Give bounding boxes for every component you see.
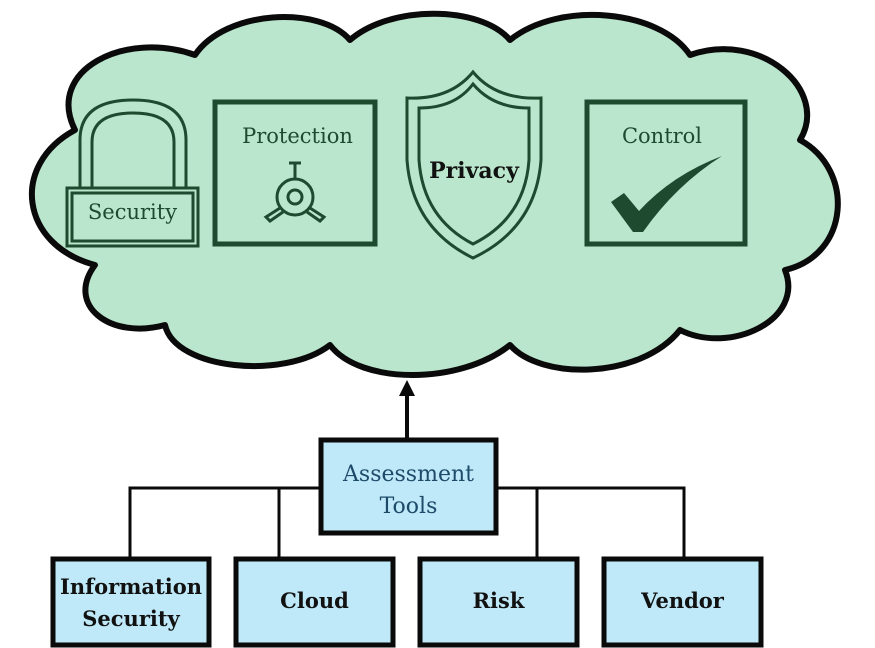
assessment-tools-line1: Assessment bbox=[343, 462, 474, 487]
assessment-tools-label: Assessment Tools bbox=[321, 459, 496, 523]
child-label-vendor: Vendor bbox=[641, 588, 724, 613]
child-label-risk: Risk bbox=[472, 588, 525, 613]
lock-icon bbox=[65, 98, 200, 248]
child-box-bg-0 bbox=[50, 556, 212, 648]
security-label: Security bbox=[87, 200, 178, 224]
child-box-bg-2 bbox=[417, 556, 580, 648]
child-label-0-line1: Information bbox=[60, 574, 202, 599]
assessment-tools-line2: Tools bbox=[379, 494, 438, 519]
protection-frame bbox=[212, 99, 378, 247]
control-frame bbox=[584, 99, 748, 247]
assessment-tools-box-bg bbox=[318, 437, 499, 536]
protection-label: Protection bbox=[242, 124, 353, 148]
tree-connectors bbox=[128, 486, 686, 559]
checkmark-icon bbox=[611, 156, 722, 232]
gear-icon bbox=[263, 161, 327, 223]
arrow-to-cloud bbox=[399, 380, 415, 440]
shield-icon bbox=[405, 69, 543, 260]
child-label-information-security: Information Security bbox=[53, 571, 209, 635]
child-label-0-line2: Security bbox=[82, 606, 180, 631]
control-label: Control bbox=[621, 124, 703, 148]
child-box-bg-3 bbox=[601, 556, 764, 648]
child-box-bg-1 bbox=[233, 556, 396, 648]
child-label-cloud: Cloud bbox=[280, 588, 349, 613]
privacy-label: Privacy bbox=[429, 158, 519, 184]
